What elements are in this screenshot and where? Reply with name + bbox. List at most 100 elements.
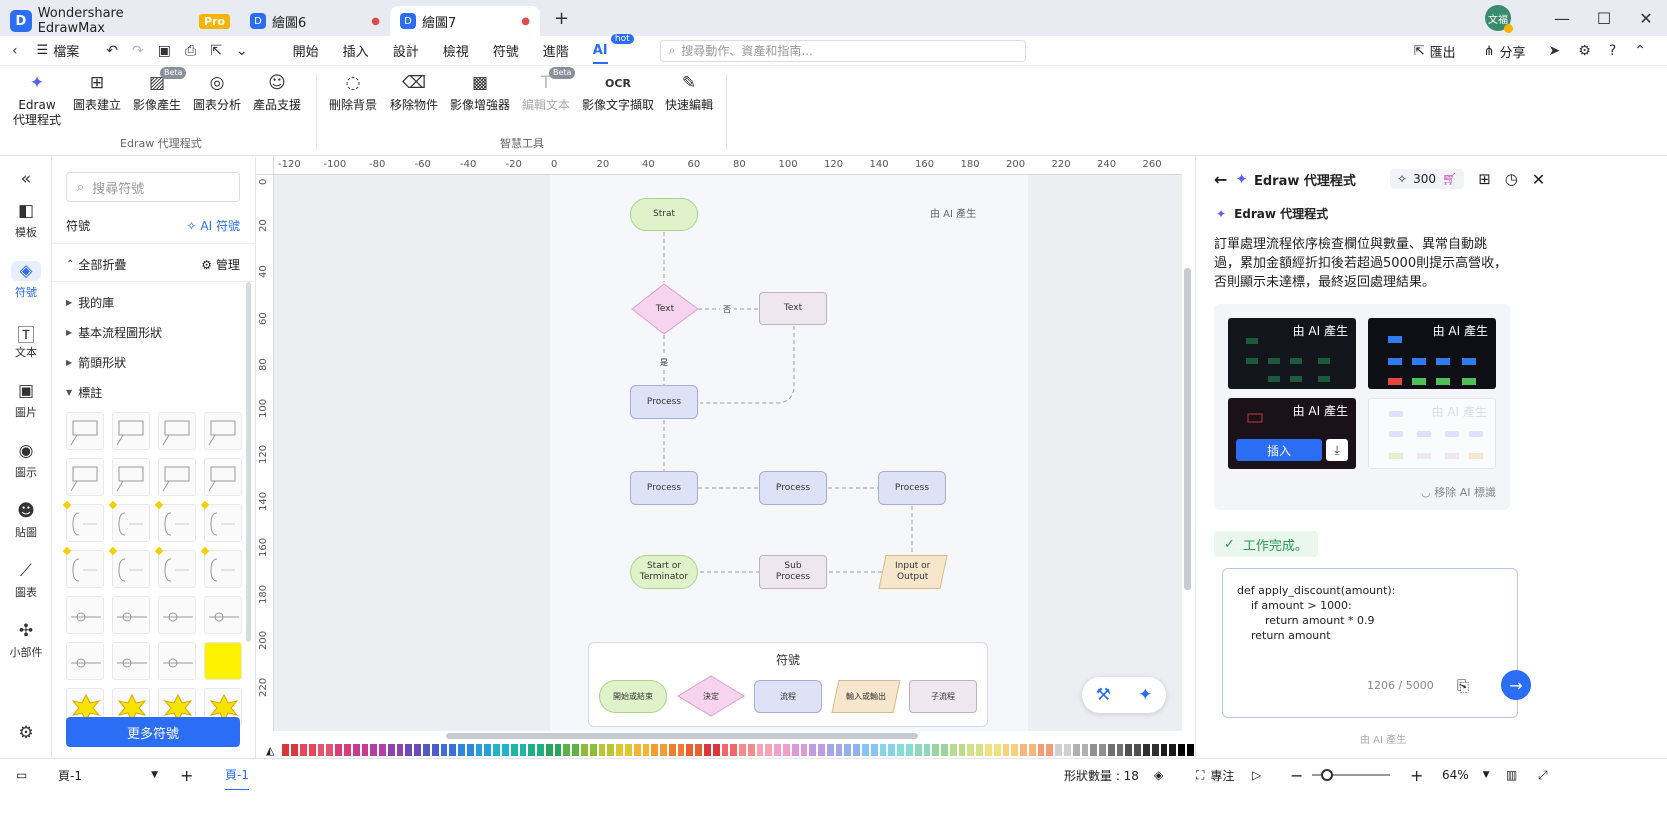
color-swatch[interactable] [1143,744,1150,756]
color-swatch[interactable] [826,744,834,756]
send-button[interactable]: → [1501,670,1531,700]
color-swatch[interactable] [379,744,386,756]
symbol-search-input[interactable]: ⌕ 搜尋符號 [66,172,240,202]
page-tab-1[interactable]: 頁-1 [225,759,249,791]
callout-thumbnail[interactable] [158,596,196,634]
generated-image-3[interactable]: 由 AI 產生 插入 ⤓ [1228,398,1356,469]
color-swatch[interactable] [774,744,781,756]
color-swatch[interactable] [1055,744,1062,756]
color-swatch[interactable] [976,744,983,756]
color-swatch[interactable] [686,744,694,756]
color-swatch[interactable] [449,744,457,756]
color-swatch[interactable] [326,744,334,756]
generated-image-2[interactable]: 由 AI 產生 [1368,318,1496,389]
color-swatch[interactable] [642,744,650,756]
color-swatch[interactable] [589,744,597,756]
tree-item-callouts[interactable]: ▼標註 [66,384,102,401]
color-swatch[interactable] [897,744,904,756]
color-swatch[interactable] [317,744,325,756]
menu-home[interactable]: 開始 [292,45,319,60]
remove-bg-button[interactable]: ◌ 刪除背景 [321,72,385,113]
file-menu[interactable]: ☰檔案 [25,36,92,66]
magic-wand-icon[interactable]: ⚒ [1095,685,1111,705]
callout-thumbnail[interactable] [108,500,150,542]
color-swatch[interactable] [1028,744,1036,756]
quick-edit-button[interactable]: ✎ 快速編輯 [657,72,721,113]
global-search[interactable]: ⌕ 搜尋動作、資產和指南... [659,39,1026,62]
chart-analysis-button[interactable]: ◎ 圖表分析 [185,72,249,113]
color-swatch[interactable] [414,744,421,756]
color-swatch[interactable] [607,744,615,756]
color-swatch[interactable] [853,744,861,756]
save-icon[interactable]: ▣ [157,42,171,59]
export-button[interactable]: ⇱匯出 [1402,36,1468,66]
callout-thumbnail[interactable] [66,458,104,496]
color-swatch[interactable] [932,744,940,756]
export-small-icon[interactable]: ⇱ [210,42,222,59]
color-swatch[interactable] [1020,744,1027,756]
avatar[interactable]: 文福 [1485,5,1513,33]
callout-thumbnail[interactable] [108,546,150,588]
callout-thumbnail[interactable] [112,458,150,496]
undo-icon[interactable]: ↶ [106,42,119,59]
node-process-1[interactable]: Process [630,385,698,419]
new-chat-icon[interactable]: ⊞ [1478,170,1491,188]
zoom-out-button[interactable]: − [1290,765,1304,785]
color-swatch[interactable] [502,744,509,756]
color-swatch[interactable] [914,744,922,756]
color-swatch[interactable] [844,744,852,756]
image-generate-button[interactable]: ▨Beta 影像產生 [125,67,189,113]
collapse-all-button[interactable]: ⌃全部折疊 [66,256,126,273]
download-icon[interactable]: ⤓ [1326,439,1348,461]
color-swatch[interactable] [809,744,817,756]
node-subprocess[interactable]: Sub Process [759,555,827,589]
menu-design[interactable]: 設計 [392,45,419,60]
drawing-page[interactable]: Strat Text 否 是 Text Process Process Proc… [550,175,1028,731]
menu-symbols[interactable]: 符號 [492,45,519,60]
color-swatch[interactable] [1178,744,1185,756]
callout-thumbnail[interactable] [158,412,196,450]
close-icon[interactable]: ✕ [1531,169,1546,189]
color-swatch[interactable] [1099,744,1106,756]
share-button[interactable]: ⋔分享 [1472,36,1538,66]
connector-text-process[interactable] [700,326,795,404]
rail-item-icons[interactable]: ◉圖示 [0,441,52,480]
color-swatch[interactable] [616,744,623,756]
color-swatch[interactable] [941,744,948,756]
close-window-icon[interactable]: ✕ [1639,8,1653,28]
color-swatch[interactable] [466,744,474,756]
more-symbols-button[interactable]: 更多符號 [66,717,240,747]
callout-thumbnail[interactable] [154,500,196,542]
color-swatch[interactable] [1160,744,1168,756]
insert-button[interactable]: 插入 [1236,439,1322,461]
color-swatch[interactable] [1169,744,1177,756]
color-swatch[interactable] [563,744,571,756]
node-process-4[interactable]: Process [878,471,946,505]
color-swatch[interactable] [537,744,544,756]
fill-bucket-icon[interactable]: ◭ [266,743,275,757]
support-button[interactable]: ☺ 產品支援 [245,72,309,113]
paperclip-icon[interactable]: ⎘ [1457,677,1470,695]
remove-ai-mark-button[interactable]: ◡ 移除 AI 標識 [1421,484,1496,500]
color-swatch[interactable] [1186,744,1194,756]
remove-object-button[interactable]: ⌫ 移除物件 [382,72,446,113]
color-swatch[interactable] [703,744,711,756]
menu-advanced[interactable]: 進階 [542,45,569,60]
color-swatch[interactable] [1107,744,1115,756]
maximize-icon[interactable]: ☐ [1596,8,1612,28]
callout-thumbnail[interactable] [66,412,104,450]
color-swatch[interactable] [695,744,702,756]
callout-thumbnail[interactable] [112,596,150,634]
legend-box[interactable]: 符號 開始或結束 決定 流程 輸入或輸出 子流程 [588,642,988,727]
color-swatch[interactable] [282,744,290,756]
zoom-track[interactable] [1312,769,1390,781]
zoom-in-button[interactable]: + [1410,765,1424,785]
page-panel-toggle-icon[interactable]: ▭ [16,768,28,782]
credits-badge[interactable]: ✧300🛒︎ [1390,169,1465,189]
rail-item-symbol[interactable]: ◈符號 [0,261,52,300]
color-swatch[interactable] [1134,744,1142,756]
color-swatch[interactable] [484,744,492,756]
color-swatch[interactable] [765,744,773,756]
color-swatch[interactable] [308,744,316,756]
color-swatch[interactable] [862,744,869,756]
